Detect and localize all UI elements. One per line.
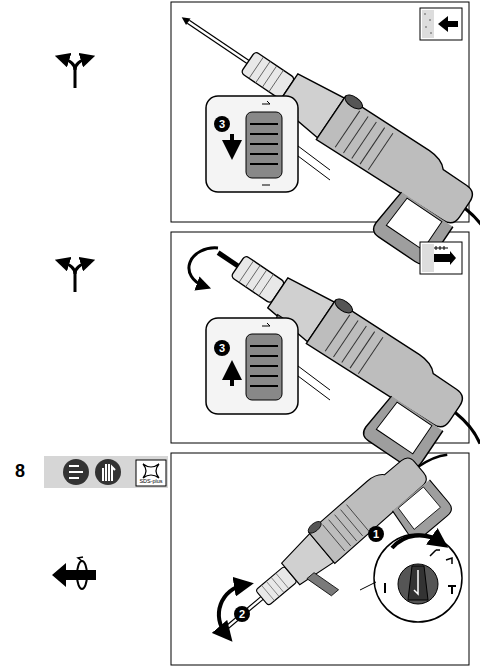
switch-inset [206,96,330,192]
art-line [220,598,262,633]
art-path [75,262,88,274]
art-rect [420,242,462,274]
art-path [434,246,448,250]
callout-number: 1 [368,526,384,542]
mode-dial [374,534,462,622]
split-arrow [62,58,88,88]
art-path [414,570,418,594]
art-line [250,355,278,357]
drill-view [205,429,478,669]
inset-screw [420,242,462,274]
art-g [424,13,432,34]
art-circle [398,564,438,604]
art-path [230,370,234,386]
callout-number: 2 [234,606,250,622]
art-path [438,16,458,32]
art-line [250,385,278,387]
rotation-arrow [189,248,218,286]
art-path [262,323,270,326]
art-rect [206,96,298,192]
drill-view [141,0,480,289]
art-line [218,253,238,266]
art-line [250,143,278,145]
art-path [230,134,234,150]
art-ellipse [77,561,87,589]
art-line [250,365,278,367]
art-line [250,375,278,377]
art-circle [374,534,462,622]
art-path [262,101,270,104]
dust-icon [63,459,89,485]
art-path [430,550,440,556]
split-arrow [62,262,88,292]
art-rect [206,318,298,414]
sds-icon [143,464,159,478]
art-path [52,563,96,587]
sds-icon [136,460,166,486]
art-line [250,163,278,165]
art-g [250,124,278,164]
art-rect [246,112,282,178]
callout-number: 3 [214,116,230,132]
dust-icon [69,466,83,478]
glove-icon [103,464,115,481]
art-rect [420,8,462,40]
art-path [75,58,88,70]
art-use [198,240,480,493]
system-label: SDS-plus [139,479,162,485]
art-rect [422,10,434,38]
art-use [208,36,480,289]
art-line [250,153,278,155]
figure-number: 8 [15,462,25,480]
switch-inset [206,318,330,414]
art-path [408,566,428,600]
art-path [62,58,75,88]
art-use [246,429,477,641]
art-path [392,535,440,548]
art-rect [246,334,282,400]
art-circle [429,19,431,21]
drill-view [178,227,480,494]
art-line [188,22,248,62]
art-line [250,345,278,347]
art-path [179,14,190,25]
art-path [78,557,83,561]
art-line [188,22,248,62]
glove-icon [95,459,121,485]
art-circle [424,13,426,15]
art-path [434,251,456,265]
art-path [448,586,456,594]
art-circle [425,26,427,28]
chisel-position-symbol [52,557,96,589]
leader-line [360,582,376,590]
art-path [62,262,75,292]
callout-number: 3 [214,340,230,356]
art-g [250,346,278,386]
art-line [250,123,278,125]
figure-bar [44,456,168,488]
art-path [446,558,452,564]
inset-chisel [420,8,462,40]
art-line [384,583,386,593]
art-circle [430,32,432,34]
art-path [262,185,270,186]
art-line [250,133,278,135]
art-line [220,598,262,633]
art-rect [422,244,434,272]
